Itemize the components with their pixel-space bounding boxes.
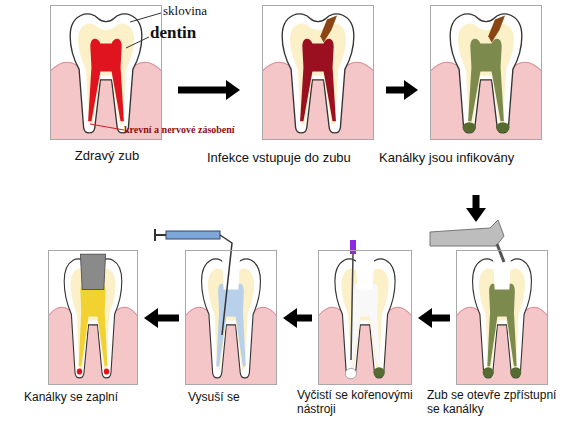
root-tip [77,368,82,374]
leader-line [130,13,161,22]
part-label: krevní a nervové zásobení [124,124,235,135]
root-infection [510,367,521,377]
dental-drill [430,220,504,246]
step-panel: Kanálky jsou infikovány [430,5,542,140]
pulp-infected [468,39,504,122]
root-tip [345,368,356,378]
step-caption: Vyčistí se kořenovými nástroji [297,389,419,417]
step-panel: Kanálky se zaplní [48,250,138,385]
tooth [50,5,162,140]
step-panel: Vysuší se [185,250,277,385]
step-caption: Infekce vstupuje do zubu [207,151,387,166]
tooth-drawing [48,250,138,385]
crown-filling [80,254,105,289]
step-panel: Zdravý zub [50,5,162,140]
tooth [48,250,138,385]
flow-arrow [158,315,179,322]
access-opening [356,254,375,289]
canal-filling [79,284,108,367]
tooth-drawing [50,5,162,140]
flow-arrow [178,87,226,94]
drill-bur [497,244,504,262]
part-label: dentin [150,24,196,43]
flow-arrow [432,315,450,322]
canal-cleaned [350,284,380,367]
step-panel: Infekce vstupuje do zubu [262,5,374,140]
step-panel: Zub se otevře zpřístupní se kanálky [456,250,548,385]
root-infection [483,367,494,377]
tooth [262,5,374,140]
root-infection [496,122,509,132]
root-infection [373,367,384,377]
tooth [456,250,548,385]
file-handle [350,240,356,254]
tooth [318,250,412,385]
part-label: sklovina [163,4,207,18]
flow-arrow [386,87,404,94]
tooth-drawing [456,250,548,385]
step-caption: Vysuší se [188,391,278,405]
pulp-healthy [88,39,124,122]
leader-line [126,37,149,48]
canal-dried [216,284,245,367]
root-file [351,254,353,360]
tooth-drawing [185,250,277,385]
caries [488,15,505,42]
pulp-infected [487,284,516,367]
tooth [430,5,542,140]
step-caption: Zdravý zub [51,149,163,164]
step-panel: Vyčistí se kořenovými nástroji [318,250,412,385]
tooth-drawing [430,5,542,140]
tooth-drawing [262,5,374,140]
tooth [185,250,277,385]
tooth-drawing [318,250,412,385]
caries [320,15,337,42]
flow-arrow [297,315,312,322]
leader-line [90,124,124,130]
syringe-plunger [155,234,166,236]
step-caption: Kanálky se zaplní [24,391,154,405]
access-opening [222,254,240,289]
step-caption: Kanálky jsou infikovány [379,151,554,166]
flow-arrow [473,195,480,208]
syringe-barrel [166,231,220,239]
pulp-inflamed [300,39,336,122]
root-tip [104,368,109,374]
root-infection [462,122,475,132]
step-caption: Zub se otevře zpřístupní se kanálky [427,389,566,417]
